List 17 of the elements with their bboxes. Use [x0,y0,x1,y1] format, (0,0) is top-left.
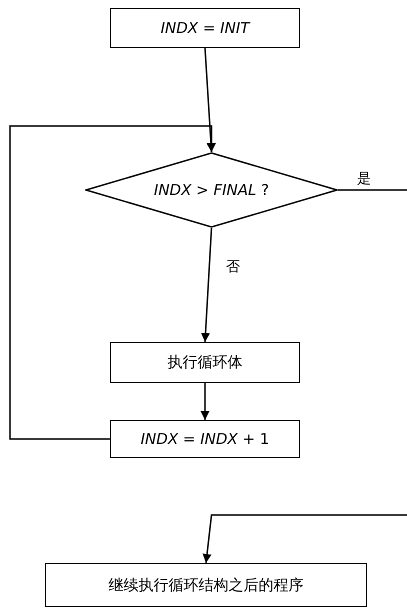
process-text: 继续执行循环结构之后的程序 [108,576,304,594]
edge-label: 是 [355,170,373,188]
process-text: INDX = INDX + 1 [140,430,270,448]
process-text: INDX = INIT [160,19,250,37]
process-box [110,420,300,458]
arrow [9,125,216,440]
process-text: 执行循环体 [168,353,242,372]
edge-label: 否 [224,258,242,276]
process-box [110,342,300,383]
arrow [201,228,212,342]
process-box [110,8,300,48]
arrow [202,514,407,564]
decision-diamond [85,152,338,228]
arrow [204,48,216,152]
process-box [45,563,367,607]
arrow [200,383,210,420]
condition-text: INDX > FINAL ? [154,181,270,199]
